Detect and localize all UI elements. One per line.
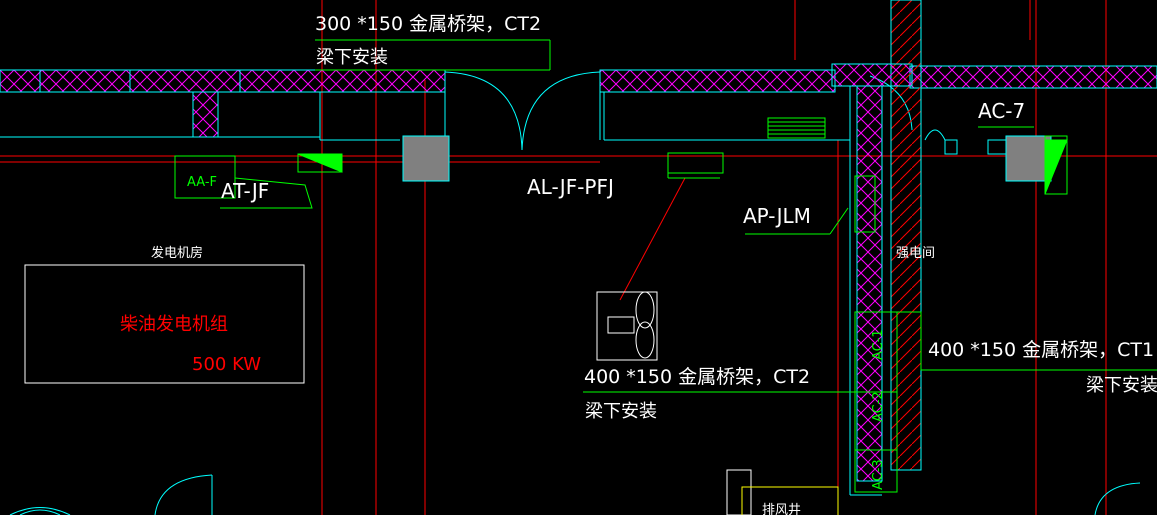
generator-power: 500 KW	[192, 354, 261, 375]
label-ac2: AC-2	[871, 391, 886, 422]
columns	[402, 135, 1052, 182]
tray-mid-note: 梁下安装	[585, 401, 657, 422]
room-exhaust: 排风井	[762, 503, 801, 515]
panel-box-apjlm	[854, 175, 876, 233]
label-ac7: AC-7	[978, 99, 1025, 123]
tray-top-note: 梁下安装	[316, 47, 388, 68]
tray-right-spec: 400 *150 金属桥架，CT1	[928, 339, 1154, 361]
room-electrical: 强电间	[896, 246, 935, 261]
label-ac1: AC-1	[871, 329, 886, 360]
generator-enclosure	[24, 264, 305, 384]
generator-name: 柴油发电机组	[120, 314, 228, 335]
tray-right-note: 梁下安装	[1086, 375, 1157, 396]
label-apjlm: AP-JLM	[743, 204, 811, 228]
fan-unit-icon	[596, 291, 658, 361]
top-wall	[0, 65, 1157, 141]
label-ac3: AC-3	[871, 459, 886, 490]
exhaust-shaft	[726, 469, 839, 515]
text-labels: 300 *150 金属桥架，CT2 梁下安装 AA-F AT-JF AL-JF-…	[120, 13, 1157, 515]
panel-box-aljfpfj	[667, 152, 724, 174]
panel-box-aaf	[174, 155, 236, 199]
doors	[9, 71, 1141, 515]
tray-top-spec: 300 *150 金属桥架，CT2	[315, 13, 541, 35]
label-aljfpfj: AL-JF-PFJ	[527, 175, 614, 199]
label-atjf: AT-JF	[221, 179, 269, 203]
room-generator: 发电机房	[151, 245, 203, 261]
panels	[174, 39, 1157, 493]
column	[1005, 135, 1052, 182]
label-aaf: AA-F	[187, 175, 217, 190]
tray-mid-spec: 400 *150 金属桥架，CT2	[584, 366, 810, 388]
column	[402, 135, 450, 182]
